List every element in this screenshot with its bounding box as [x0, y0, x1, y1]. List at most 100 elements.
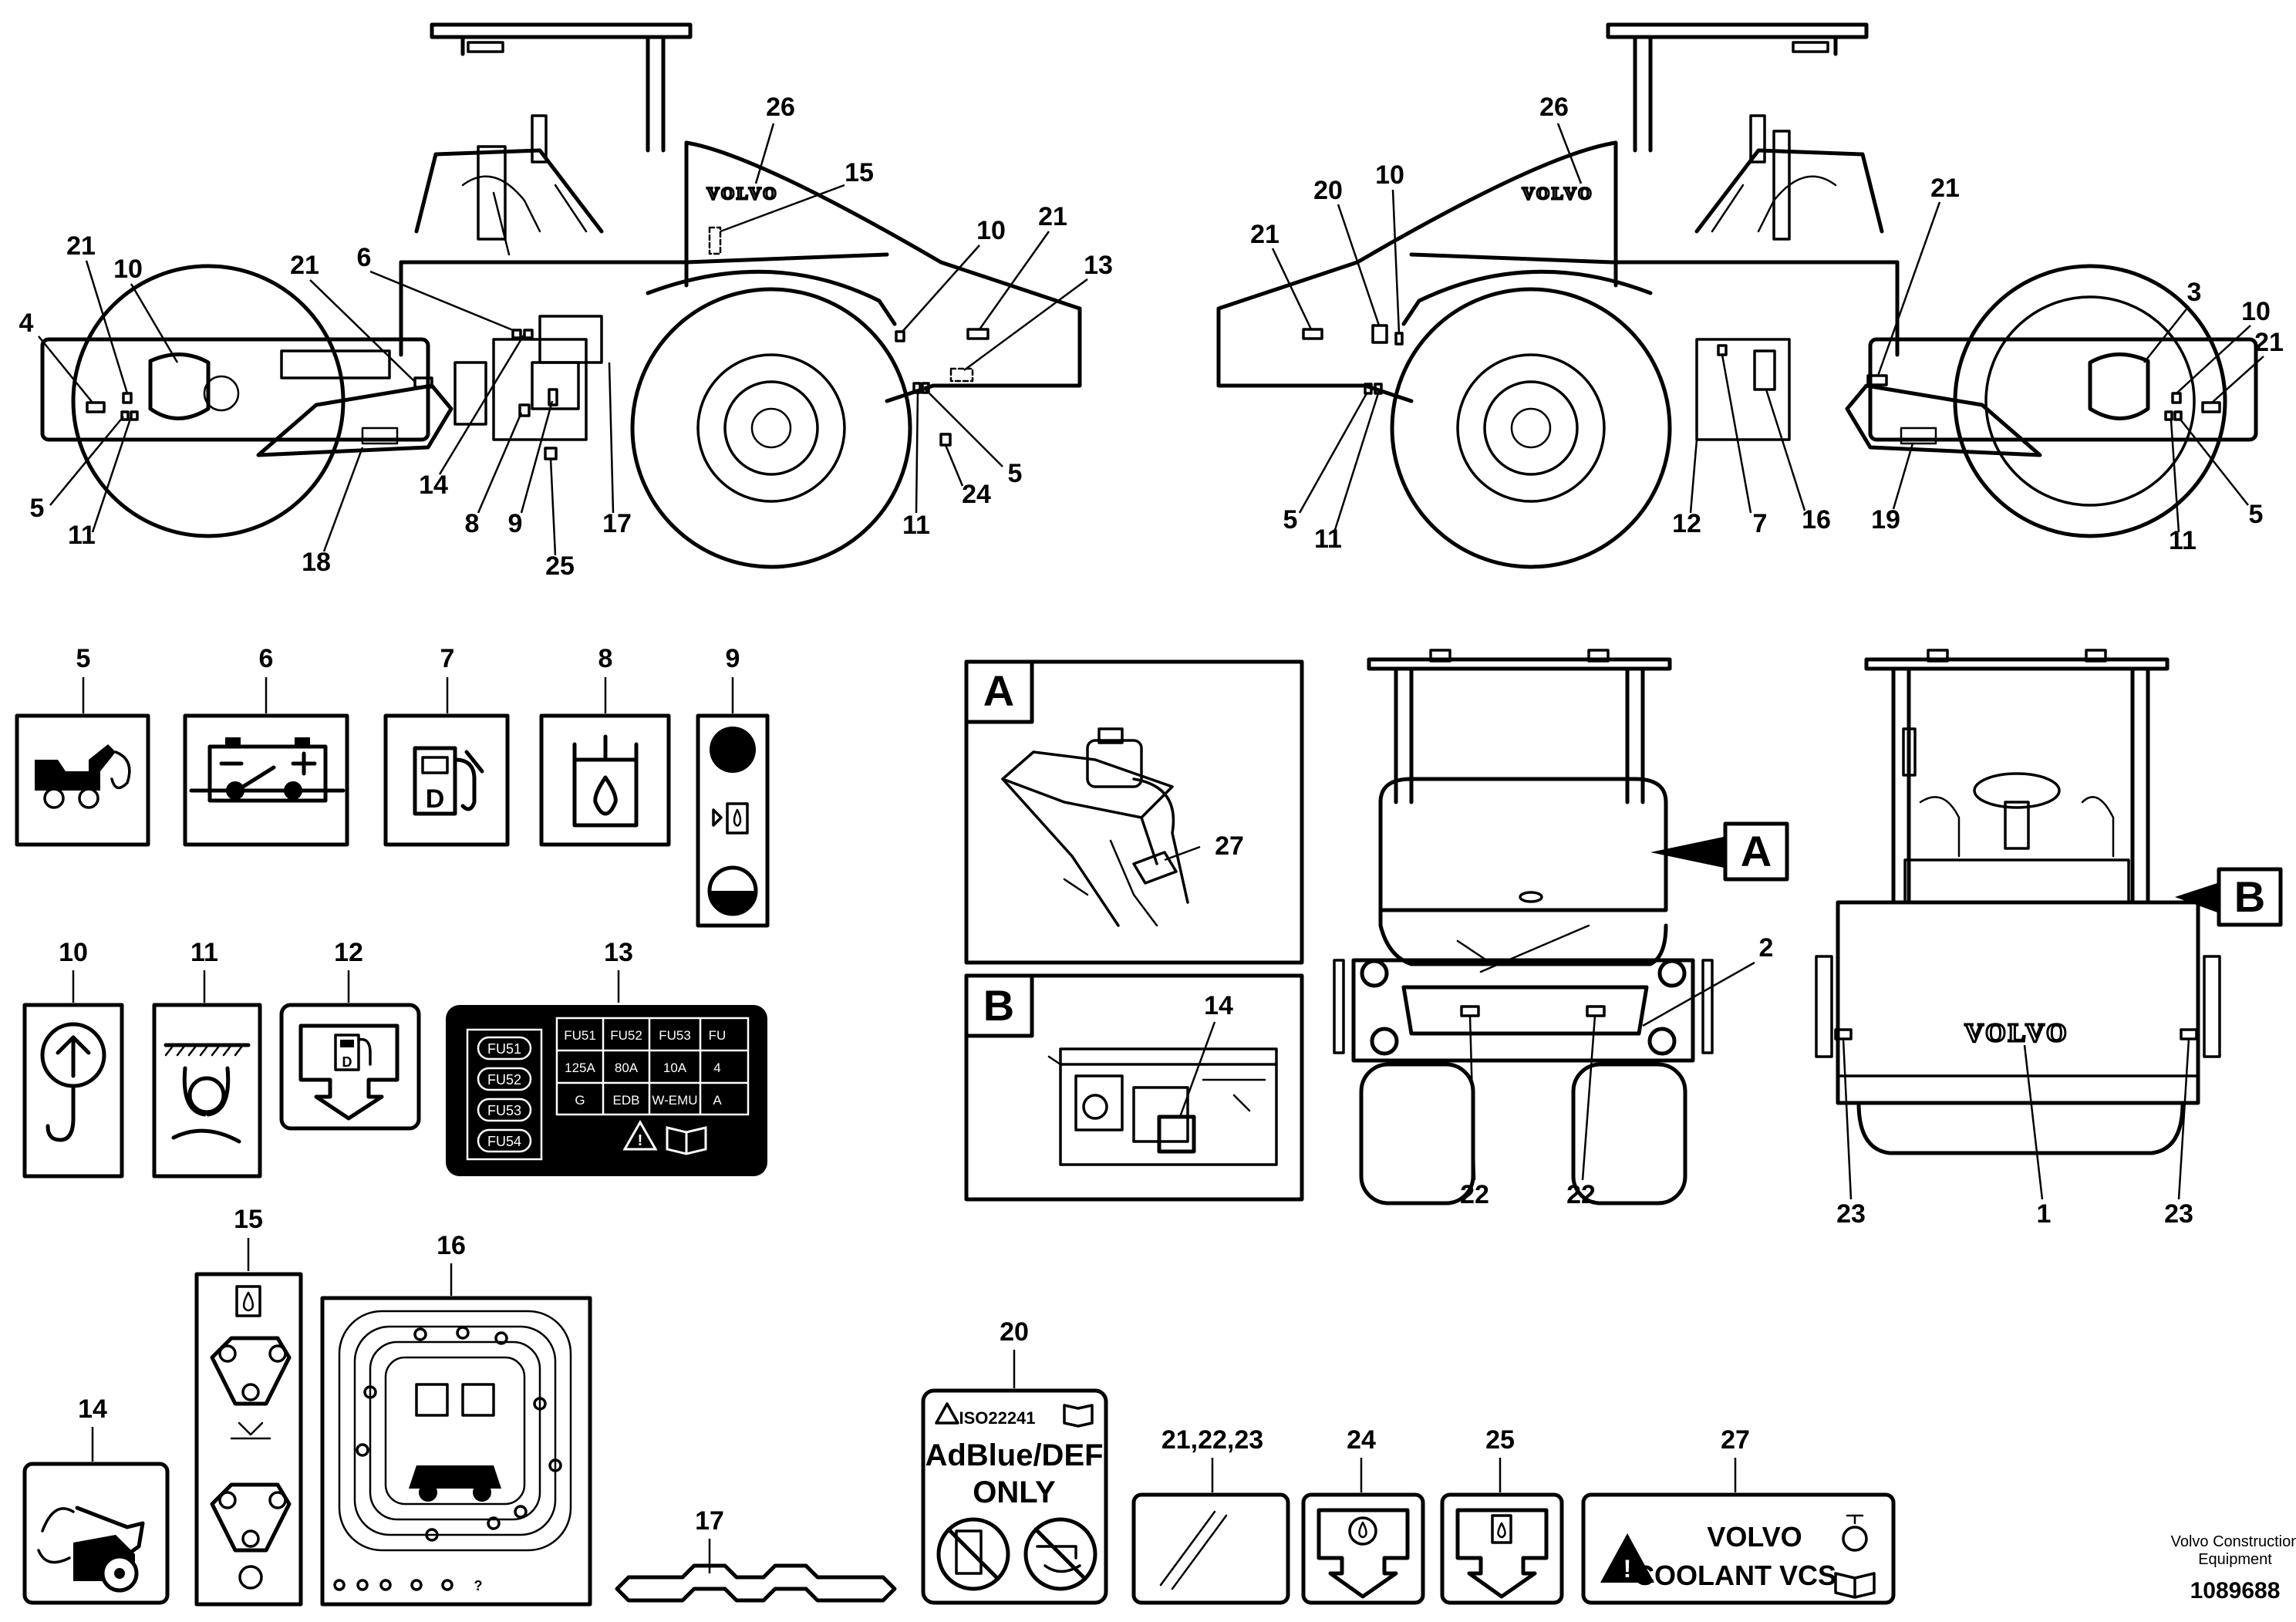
- coolant-label: COOLANT VCS: [1634, 1560, 1836, 1591]
- decal-number: 10: [59, 938, 88, 967]
- warning-icon: [622, 1119, 658, 1151]
- callout: 10: [976, 216, 1006, 245]
- decal-number: 7: [440, 644, 455, 673]
- company-line1: Volvo Construction: [2171, 1533, 2296, 1550]
- decal-6-battery-switch: 6: [183, 644, 349, 847]
- decal-number: 14: [78, 1394, 107, 1424]
- callout: 11: [2169, 526, 2197, 555]
- fuse-cell: FU53: [659, 1028, 691, 1043]
- fuse-cell: EDB: [613, 1093, 640, 1108]
- decal-27-coolant: 27 ! VOLVO COOLANT VCS: [1581, 1425, 1896, 1605]
- decal-20-adblue: 20 ISO22241 AdBlue/DEF ONLY: [921, 1317, 1108, 1605]
- warning-icon: [1600, 1533, 1654, 1583]
- callout: 5: [30, 494, 45, 523]
- decal-12-fuel-fill: 12 D: [279, 938, 421, 1131]
- callout: 26: [766, 93, 795, 122]
- decal-8-hydraulic-oil: 8: [539, 644, 671, 847]
- decal-number: 11: [190, 938, 218, 967]
- decal-number: 16: [437, 1231, 466, 1260]
- decal-number: 25: [1485, 1425, 1515, 1455]
- callout: 16: [1802, 505, 1831, 534]
- callout: 10: [113, 255, 143, 284]
- volvo-logo: VOLVO: [1964, 1019, 2068, 1047]
- fuse-cell: FU: [709, 1028, 727, 1043]
- callout: 19: [1871, 505, 1900, 534]
- callout: 11: [68, 521, 96, 550]
- fuse-label: FU53: [487, 1103, 521, 1118]
- footer: Volvo Construction Equipment 1089688: [2171, 1533, 2296, 1603]
- fuse-cell: FU52: [610, 1028, 642, 1043]
- warning-icon: [935, 1402, 959, 1425]
- decal-number: 27: [1721, 1425, 1750, 1455]
- callout: 3: [2187, 278, 2202, 307]
- fuse-cell: FU51: [564, 1028, 596, 1043]
- callout: 21: [1250, 220, 1279, 249]
- oil-drop-icon: [593, 775, 618, 816]
- front-view: VOLVO B 23 1 23: [1815, 649, 2283, 1229]
- callout: 26: [1539, 93, 1569, 122]
- callout: 8: [465, 509, 480, 538]
- rear-view: A 2 22 22: [1333, 649, 1789, 1209]
- callout: 4: [19, 309, 34, 338]
- callout: 11: [902, 511, 930, 540]
- fuse-cell: 10A: [663, 1061, 687, 1075]
- fuse-list: FU51 FU52 FU53 FU54: [466, 1028, 543, 1161]
- callout: 17: [602, 509, 632, 538]
- decal-13-fuse-chart: 13 FU51 FU52 FU53 FU54 FU51 FU52 FU53 FU…: [446, 938, 767, 1176]
- callout: 24: [962, 480, 991, 509]
- fuse-table: FU51 FU52 FU53 FU 125A 80A 10A 4 G EDB W…: [555, 1017, 750, 1116]
- decal-number: 21,22,23: [1161, 1425, 1263, 1455]
- callout: 22: [1460, 1180, 1489, 1209]
- svg-text:!: !: [638, 1132, 643, 1149]
- callout: 10: [1375, 160, 1404, 190]
- decal-24-engine-oil-fill: 24: [1301, 1425, 1425, 1605]
- detail-a: A 27: [964, 659, 1304, 965]
- decal-21-22-23-reflector: 21,22,23: [1131, 1425, 1290, 1605]
- svg-text:D: D: [342, 1054, 352, 1070]
- detail-letter: A: [983, 666, 1014, 715]
- callout: 10: [2241, 297, 2271, 326]
- callout: 21: [290, 251, 319, 280]
- callout: 25: [545, 551, 575, 581]
- battery-icon: [207, 744, 328, 803]
- callout: 6: [357, 243, 372, 272]
- decal-15-service-points: 15: [194, 1205, 303, 1607]
- fuel-pump-icon: [413, 746, 457, 816]
- decal-10-lifting-point: 10: [22, 938, 124, 1179]
- decal-number: 13: [604, 938, 633, 967]
- decal-7-diesel: 7 D: [383, 644, 510, 847]
- no-water-icon: [1023, 1517, 1097, 1591]
- decal-number: 9: [726, 644, 740, 673]
- decal-11-tie-down: 11: [152, 938, 262, 1179]
- decal-16-service-chart: 16 ?: [320, 1231, 592, 1607]
- manual-icon: [666, 1126, 707, 1155]
- adblue-title: AdBlue/DEF: [925, 1438, 1103, 1472]
- svg-text:D: D: [426, 784, 445, 814]
- company-line2: Equipment: [2198, 1551, 2272, 1568]
- decal-14-loader: 14: [22, 1394, 170, 1605]
- callout: 12: [1672, 509, 1701, 538]
- callout: 1: [2037, 1199, 2052, 1229]
- detail-letter: B: [983, 981, 1014, 1030]
- fuse-label: FU54: [487, 1134, 521, 1149]
- tow-truck-icon: [35, 744, 116, 791]
- callout: 11: [1314, 524, 1342, 554]
- fuse-cell: A: [713, 1093, 722, 1108]
- svg-text:?: ?: [474, 1578, 483, 1593]
- document-number: 1089688: [2190, 1578, 2281, 1603]
- callout: 9: [508, 509, 523, 538]
- decal-9-level-indicator: 9: [696, 644, 770, 928]
- fuse-cell: 4: [713, 1061, 720, 1075]
- callout: 5: [1283, 505, 1298, 534]
- callout: 5: [2249, 500, 2264, 529]
- left-side-view: VOLVO: [19, 22, 1113, 581]
- decal-number: 5: [76, 644, 91, 673]
- adblue-standard: ISO22241: [959, 1408, 1035, 1428]
- svg-text:B: B: [2234, 872, 2265, 921]
- svg-text:A: A: [1741, 827, 1772, 875]
- callout: 22: [1566, 1180, 1596, 1209]
- callout: 5: [1008, 459, 1023, 488]
- callout: 2: [1759, 933, 1774, 963]
- callout: 15: [845, 158, 874, 187]
